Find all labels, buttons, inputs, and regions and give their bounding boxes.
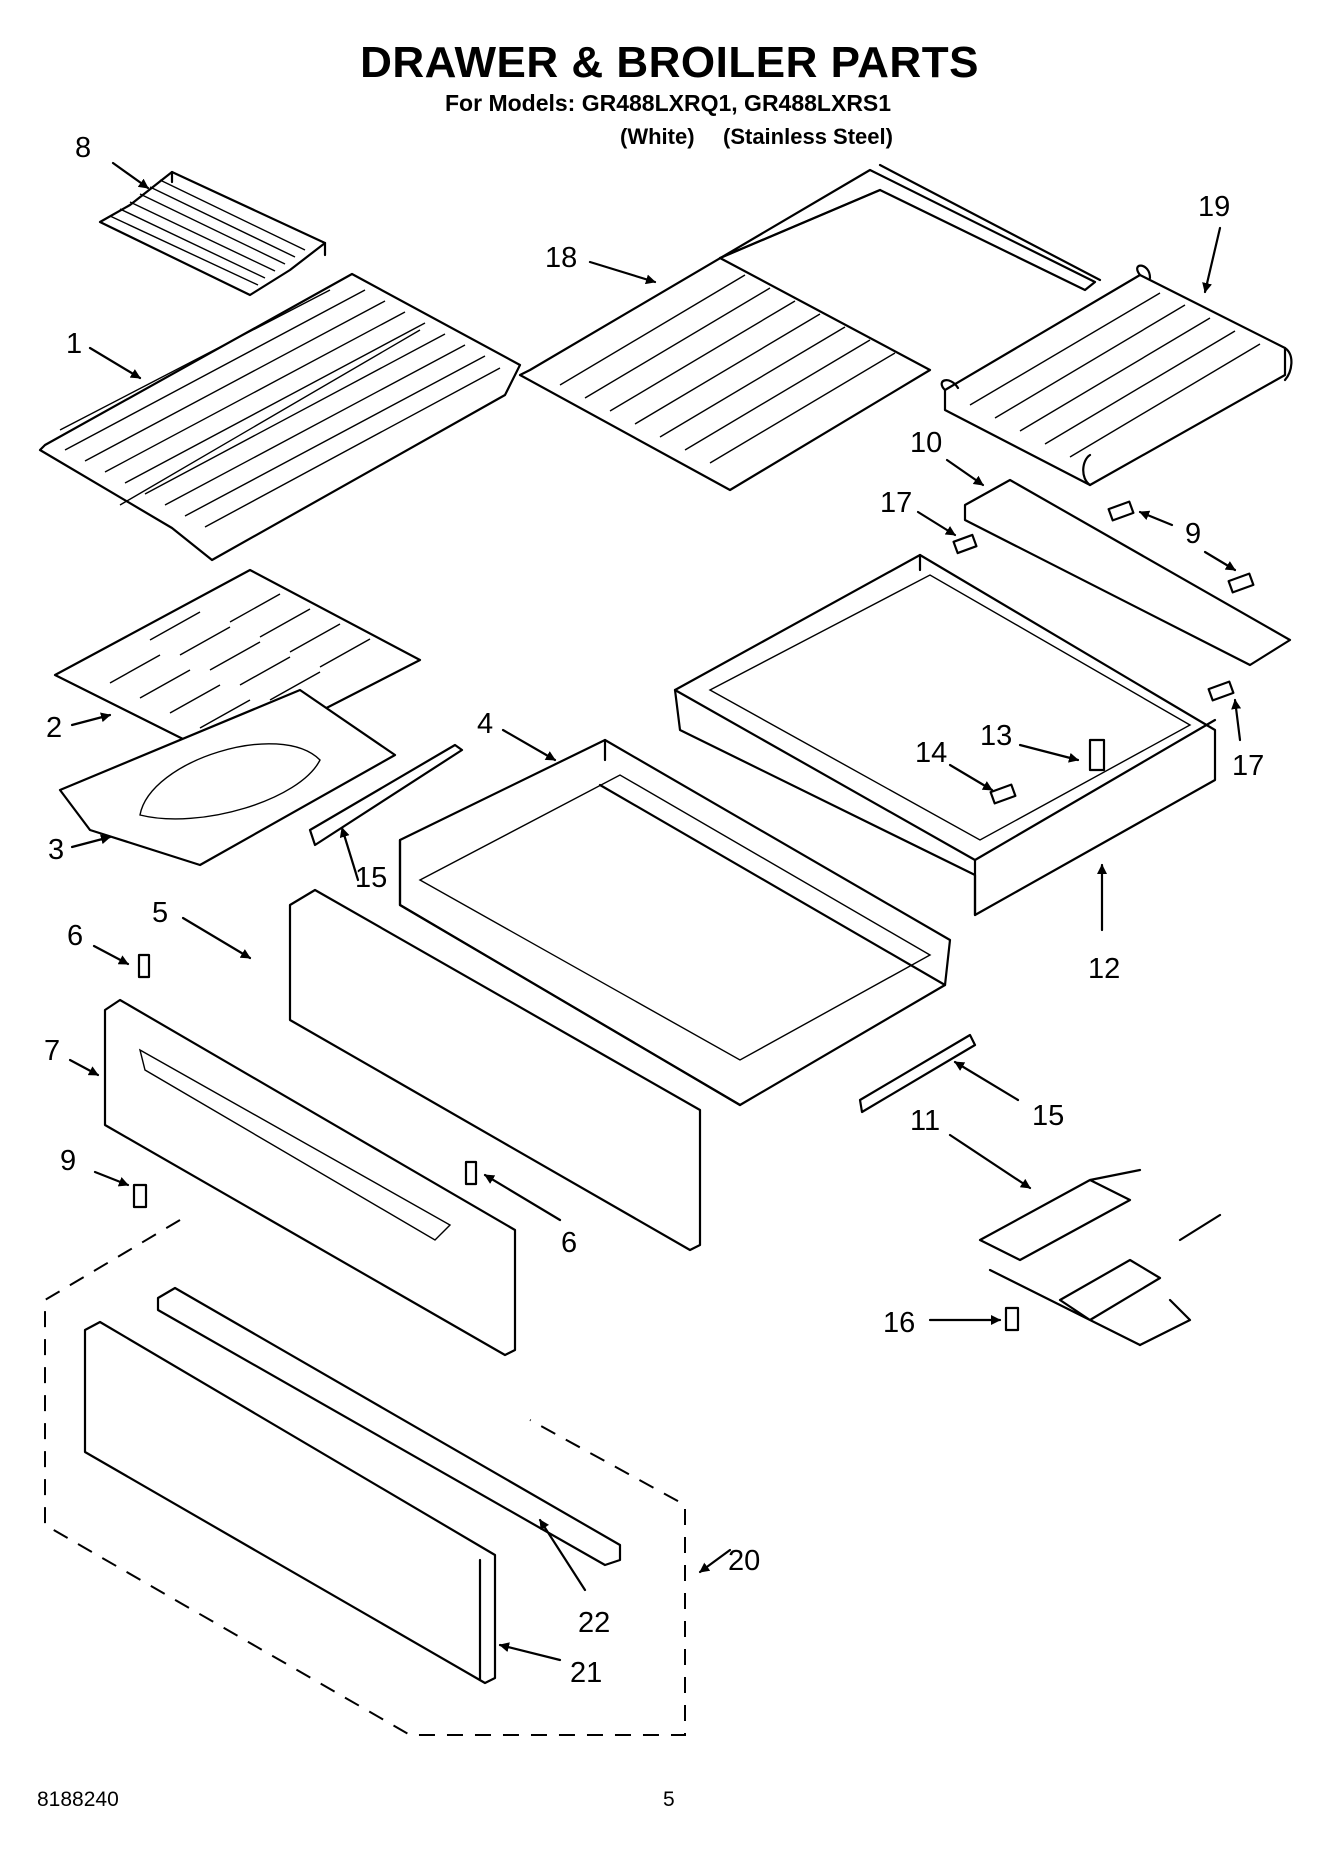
part-number: 8188240 (37, 1788, 119, 1811)
part-19-wire-rack (940, 264, 1293, 487)
callout-17a: 17 (880, 487, 912, 519)
callout-10: 10 (910, 427, 942, 459)
part-5-liner-panel (288, 888, 702, 1252)
callout-6a: 6 (67, 920, 83, 952)
callout-6b: 6 (561, 1227, 577, 1259)
part-8-broiler-rack-small (98, 170, 327, 297)
callout-9a: 9 (1185, 518, 1201, 550)
fasteners (132, 500, 1255, 1332)
page-title: DRAWER & BROILER PARTS (360, 38, 979, 87)
callout-20: 20 (728, 1545, 760, 1577)
page-number: 5 (663, 1788, 675, 1811)
part-1-oven-rack (38, 272, 522, 562)
callout-12: 12 (1088, 953, 1120, 985)
part-4-drawer-box (398, 738, 952, 1107)
model-subtitle: For Models: GR488LXRQ1, GR488LXRS1 (445, 90, 892, 116)
callout-11: 11 (910, 1105, 940, 1137)
callout-8: 8 (75, 132, 91, 164)
part-15-slide-rail-left (308, 743, 464, 847)
callout-3: 3 (48, 834, 64, 866)
part-11-bake-element (978, 1168, 1222, 1347)
part-12-drawer-housing (673, 553, 1217, 917)
part-2-broiler-grid (53, 568, 422, 762)
callout-4: 4 (477, 708, 493, 740)
callout-13: 13 (980, 720, 1012, 752)
part-18-extension-rack (518, 163, 1102, 492)
part-10-rear-panel (963, 478, 1292, 667)
callout-14: 14 (915, 737, 947, 769)
callout-19: 19 (1198, 191, 1230, 223)
callout-5: 5 (152, 897, 168, 929)
callout-16: 16 (883, 1307, 915, 1339)
callout-15a: 15 (355, 862, 387, 894)
callout-labels: 8 1 18 19 10 17 9 2 3 4 13 14 17 15 5 6 … (44, 132, 1264, 1689)
leader-lines (68, 161, 1242, 1662)
callout-17b: 17 (1232, 750, 1264, 782)
callout-18: 18 (545, 242, 577, 274)
callout-2: 2 (46, 712, 62, 744)
variant-stainless: (Stainless Steel) (723, 124, 893, 149)
part-15-slide-rail-right (858, 1033, 977, 1114)
variant-white: (White) (620, 124, 695, 149)
part-3-broiler-pan (58, 688, 397, 867)
callout-1: 1 (66, 328, 82, 360)
part-21-front-panel (83, 1320, 497, 1685)
part-22-trim-strip (156, 1286, 622, 1567)
callout-7: 7 (44, 1035, 60, 1067)
callout-21: 21 (570, 1657, 602, 1689)
callout-9b: 9 (60, 1145, 76, 1177)
callout-22: 22 (578, 1607, 610, 1639)
callout-15b: 15 (1032, 1100, 1064, 1132)
part-7-drawer-front (103, 998, 517, 1357)
